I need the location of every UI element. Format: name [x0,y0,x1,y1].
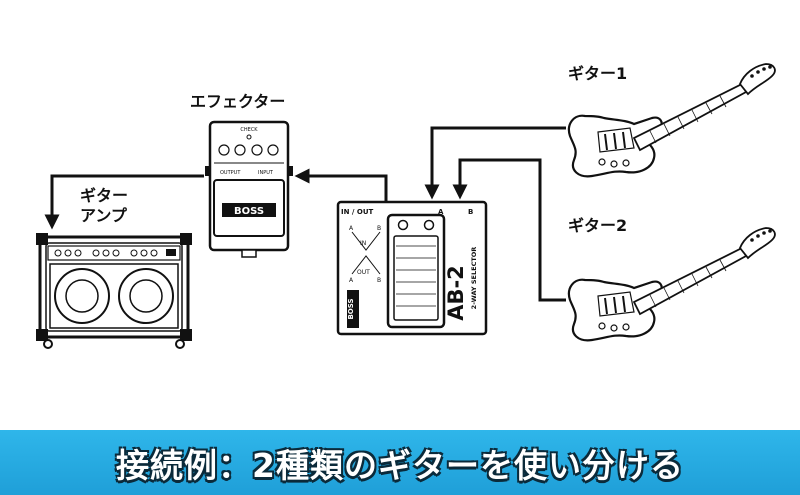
caption-text: 接続例：2種類のギターを使い分ける [116,445,684,485]
check-label: CHECK [240,127,258,133]
diagram-a-bottom: A [349,277,354,284]
amp-label: ギター アンプ [80,186,129,225]
diagram-b-top: B [377,225,381,232]
diagram-a-top: A [349,225,354,232]
caption-banner: 接続例：2種類のギターを使い分ける [0,430,800,495]
selector-brand: BOSS [347,298,355,319]
cable-guitar2-to-b [452,158,566,302]
output-jack-label: OUTPUT [220,170,241,176]
effector-pedal-icon: CHECK OUTPUT INPUT BOSS [205,120,293,258]
guitar-amp-icon [36,233,192,349]
guitar2-label: ギター2 [568,216,628,235]
port-b-label: B [468,208,473,216]
connection-diagram: CHECK OUTPUT INPUT BOSS IN / OUT A B A B… [36,63,776,349]
guitar-2-icon [567,227,776,342]
ab2-selector-icon: IN / OUT A B A B IN A B OUT BOSS AB-2 2-… [336,200,488,336]
cable-selector-to-effector [294,168,388,202]
in-out-label: IN / OUT [341,208,374,216]
input-jack-label: INPUT [258,170,274,176]
guitar1-label: ギター1 [568,64,628,83]
effector-label: エフェクター [190,92,286,111]
diagram-in-label: IN [360,240,366,247]
diagram-b-bottom: B [377,277,381,284]
selector-subtitle: 2-WAY SELECTOR [470,247,478,310]
selector-model: AB-2 [444,265,468,321]
port-a-label: A [438,208,444,216]
cable-guitar1-to-a [424,126,566,200]
effector-brand: BOSS [234,206,264,217]
guitar-1-icon [567,63,776,178]
cable-lines [44,126,566,302]
diagram-out-label: OUT [357,269,370,276]
cable-effector-to-amp [44,174,204,230]
